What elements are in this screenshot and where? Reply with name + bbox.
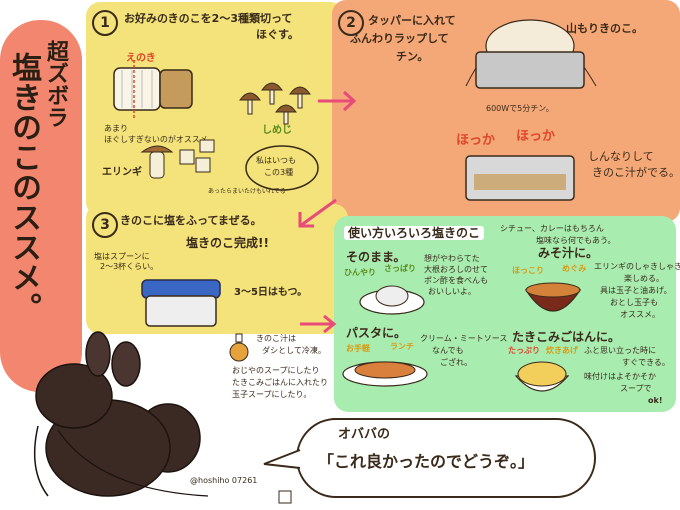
step3-soup1: きのこ汁は: [256, 334, 296, 343]
use-b-tag2: めぐみ: [562, 264, 587, 273]
step3-use3: 玉子スープにしたり。: [232, 390, 312, 399]
arrow-right-icon: [318, 90, 357, 112]
step3-soup2: ダシとして冷凍。: [262, 346, 326, 355]
pasta-plate-illustration: [342, 361, 428, 387]
title-panel: [0, 20, 82, 392]
broth-bottle-icon: [229, 333, 249, 362]
use-a-text2: 大根おろしのせて: [424, 265, 488, 274]
credit: @hoshiho 07261: [190, 476, 258, 485]
container-full-illustration: [465, 19, 597, 89]
use-a-tag1: ひんやり: [344, 268, 376, 277]
step4-intro1: シチュー、カレーはもちろん: [500, 224, 604, 233]
use-d-text5: ok!: [648, 396, 663, 405]
plug-icon: [278, 490, 292, 504]
speech-bubble: [296, 418, 596, 498]
step1-text1: お好みのきのこを2〜3種類切って: [124, 12, 293, 25]
label-enoki: えのき: [126, 53, 156, 64]
bubble-line1: オババの: [338, 427, 391, 442]
step1-note2: ほぐしすぎないのがオススメ。: [104, 135, 216, 144]
step3-use1: おじやのスープにしたり: [232, 366, 320, 375]
container-steamed-illustration: [465, 155, 575, 201]
eringi-icon: [140, 139, 215, 179]
use-b-text4: おとし玉子も: [610, 298, 658, 307]
mushrooms-illustration: [113, 60, 311, 179]
use-b-text2: 楽しめる。: [624, 274, 664, 283]
step2-shinnari1: しんなりして: [588, 150, 654, 163]
shimeji-icon: [239, 82, 311, 125]
use-c-tag1: お手軽: [346, 344, 370, 353]
use-a-tag2: さっぱり: [384, 264, 416, 273]
step2-text1: タッパーに入れて: [368, 14, 456, 27]
use-b-text5: オススメ。: [620, 310, 660, 319]
step1-text2: ほぐす。: [256, 28, 299, 41]
step1-bubble: [245, 145, 319, 191]
salt-kinoko-container-illustration: [141, 279, 221, 327]
use-b-text1: エリンギのしゃきしゃき感が: [594, 262, 680, 271]
use-d-tag2: 炊きあげ: [546, 346, 578, 355]
enoki-icon: [113, 60, 193, 118]
use-d-text3: 味付けはよそかそか: [584, 372, 656, 381]
use-c-text1: クリーム・ミートソース: [420, 334, 508, 343]
step2-text3: チン。: [396, 50, 429, 63]
label-shimeji: しめじ: [262, 125, 292, 136]
step2-yama: 山もりきのこ。: [566, 22, 643, 35]
bubble-line2: 「これ良かったのでどうぞ。」: [318, 452, 535, 471]
use-b-tag1: ほっこり: [512, 266, 544, 275]
step3-salt1: 塩はスプーンに: [94, 252, 150, 261]
speech-bubble-tail: [263, 449, 301, 469]
use-d-text4: スープで: [620, 384, 652, 393]
step3-days: 3〜5日はもつ。: [234, 287, 308, 298]
chinchilla-illustration: [33, 331, 209, 497]
step2-number: 2: [338, 10, 364, 36]
use-a-text1: 想がやわらてた: [424, 254, 480, 263]
step3-number: 3: [92, 212, 118, 238]
step3-salt2: 2〜3杯くらい。: [100, 262, 159, 271]
step2-hokka2: ほっか: [516, 129, 556, 144]
step2-shinnari2: きのこ汁がでる。: [592, 166, 680, 179]
plate-oroshi-illustration: [359, 285, 425, 315]
step1-small-note: あったらまいたけもいれてる: [208, 188, 286, 195]
title-line2: 塩きのこのススメ。: [6, 52, 41, 322]
use-d-title: たきこみごはんに。: [512, 330, 621, 344]
use-b-title: みそ汁に。: [538, 246, 599, 260]
step2-time: 600Wで5分チン。: [486, 104, 554, 113]
arrow-right-icon-2: [300, 314, 337, 334]
rice-bowl-illustration: [514, 361, 570, 392]
step3-done: 塩きのこ完成!!: [186, 236, 269, 250]
use-d-text1: ふと思い立った時に: [584, 346, 656, 355]
miso-soup-bowl-illustration: [524, 282, 582, 312]
use-a-title: そのまま。: [346, 250, 406, 264]
step2-hokka1: ほっか: [456, 133, 496, 148]
label-eringi: エリンギ: [102, 167, 142, 178]
arrow-down-left-icon: [298, 198, 337, 228]
use-b-text3: 具は玉子と油あげ。: [600, 286, 672, 295]
step2-text2: ふんわりラップして: [350, 32, 449, 45]
use-c-tag2: ランチ: [390, 342, 414, 351]
step4-header: 使い方いろいろ塩きのこ: [344, 226, 485, 240]
use-c-text3: ござれ。: [440, 358, 473, 367]
use-a-text4: おいしいよ。: [428, 287, 476, 296]
step3-use2: たきこみごはんに入れたり: [232, 378, 328, 387]
step3-text1: きのこに塩をふってまぜる。: [120, 214, 262, 227]
step4-intro2: 塩味なら何でもあう。: [536, 236, 616, 245]
title-line1: 超ズボラ: [43, 40, 68, 128]
use-d-text2: すぐできる。: [622, 358, 670, 367]
step1-bubble-text1: 私はいつも: [256, 156, 296, 165]
use-a-text3: ポン酢を食べんも: [424, 276, 488, 285]
use-d-tag1: たっぷり: [508, 346, 540, 355]
use-c-text2: なんでも: [432, 346, 464, 355]
use-c-title: パスタに。: [346, 326, 407, 340]
step1-note1: あまり: [104, 124, 128, 133]
step1-number: 1: [92, 10, 118, 36]
step1-bubble-text2: この3種: [264, 168, 294, 177]
